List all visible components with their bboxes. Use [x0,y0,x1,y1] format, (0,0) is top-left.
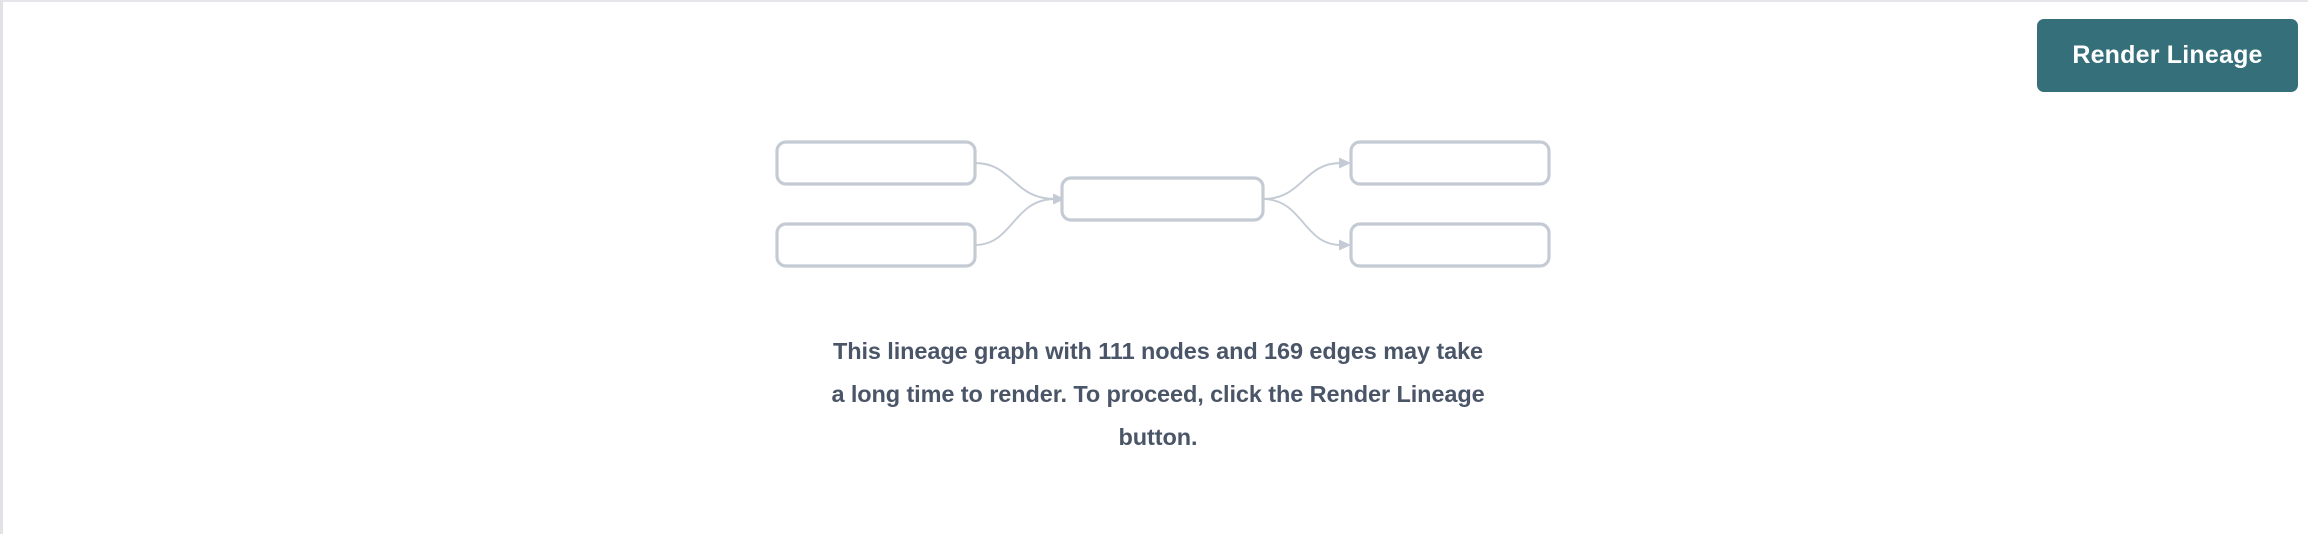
arrow-head-icon [1339,239,1351,251]
warning-line-2: a long time to render. To proceed, click… [831,381,1485,407]
lineage-placeholder-svg [775,140,1551,268]
arrow-head-icon [1339,157,1351,169]
warning-line-3: button. [1118,424,1198,450]
lineage-edge-center-downstream1 [1262,162,1342,200]
lineage-node-center-1 [1060,176,1265,222]
lineage-node-downstream-1 [1349,140,1551,186]
arrow-head-icon [1053,193,1065,205]
render-lineage-button[interactable]: Render Lineage [2037,19,2298,92]
lineage-node-upstream-1 [775,140,977,186]
lineage-node-upstream-2 [775,222,977,268]
lineage-warning-message: This lineage graph with 111 nodes and 16… [708,330,1608,459]
lineage-node-downstream-2 [1349,222,1551,268]
warning-line-1: This lineage graph with 111 nodes and 16… [832,338,1484,364]
lineage-edge-upstream1-center [974,162,1056,200]
lineage-edge-center-downstream2 [1262,198,1342,246]
lineage-edge-upstream2-center [974,198,1056,246]
